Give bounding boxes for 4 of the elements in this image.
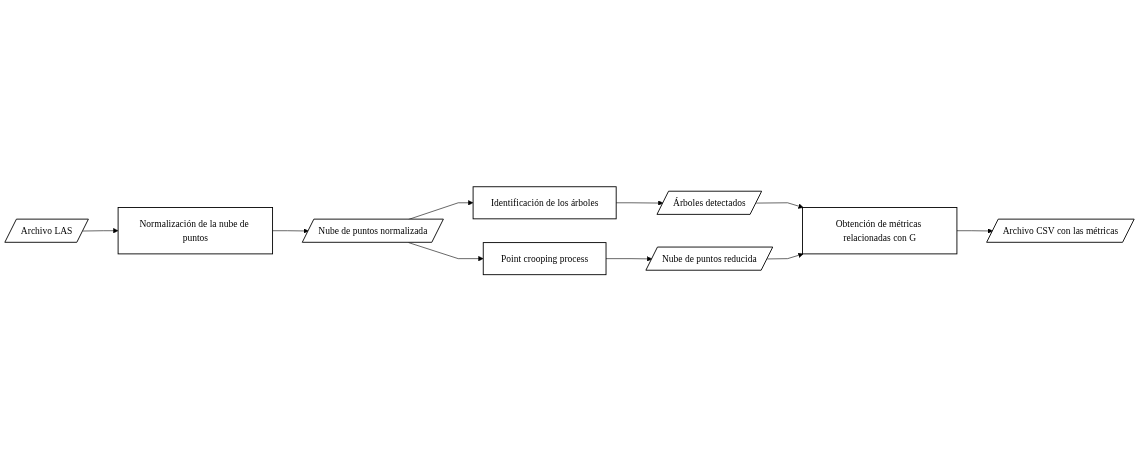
node-box: Obtención de métricas relacionadas con G [802,206,958,255]
node-box: Normalización de la nube de puntos [117,206,273,255]
node-box: Identificación de los árboles [472,186,617,220]
node-box: Point crooping process [482,241,607,275]
